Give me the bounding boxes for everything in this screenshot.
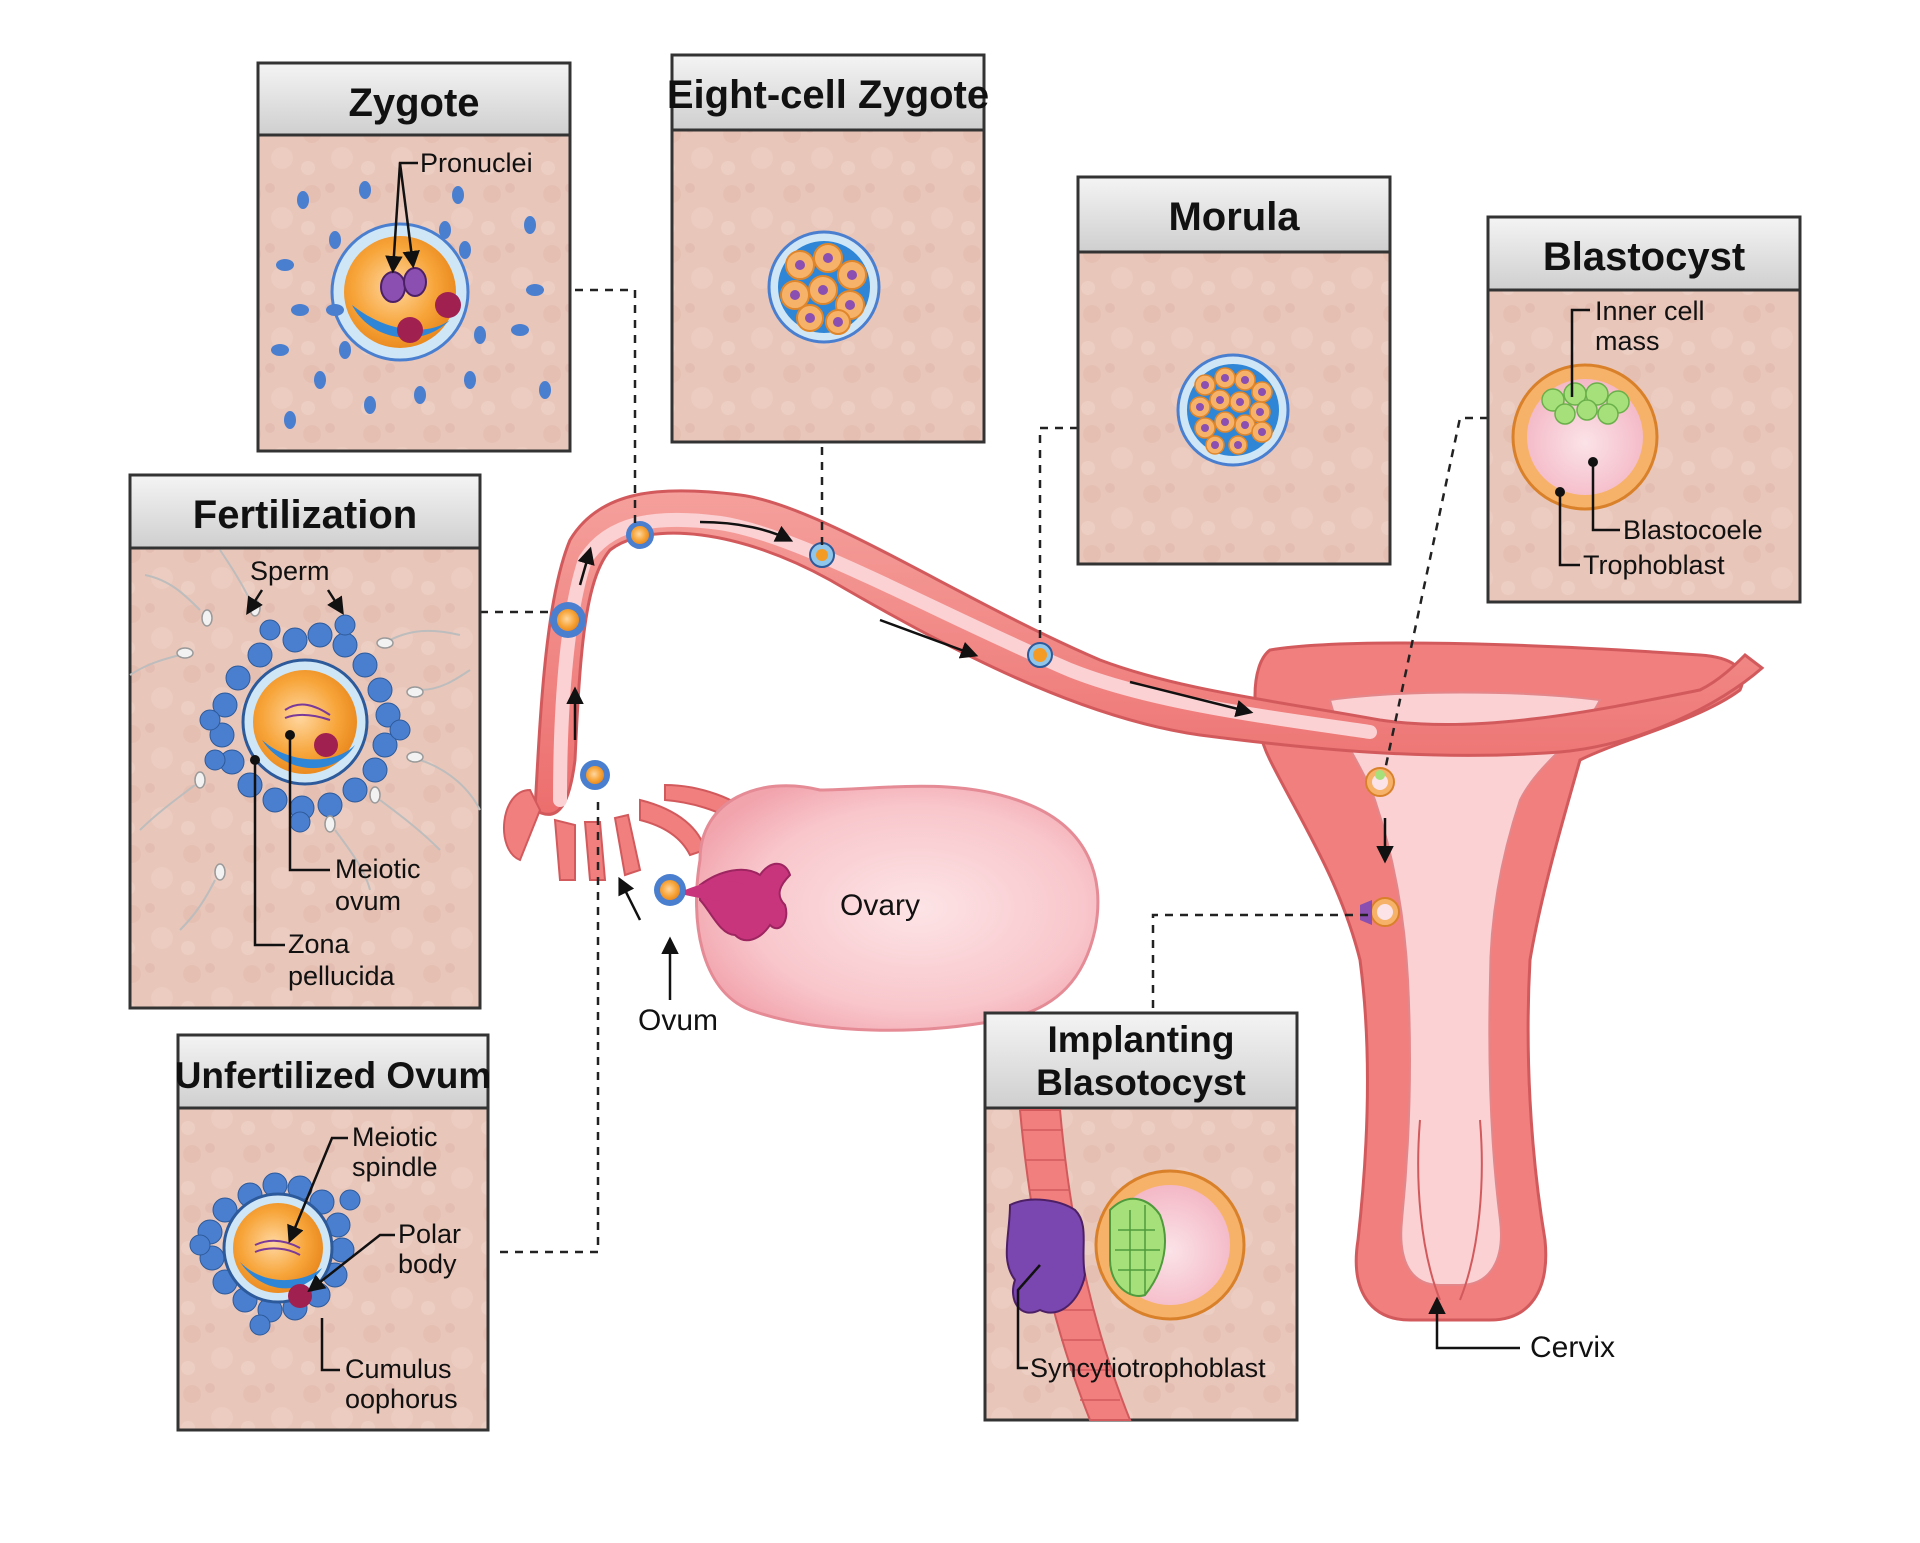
embryo-implanting: [1360, 897, 1400, 927]
inner-cell-mass-label-2: mass: [1595, 326, 1660, 356]
cervix-label: Cervix: [1530, 1331, 1615, 1364]
ovary-label: Ovary: [840, 889, 920, 922]
pronuclei-label: Pronuclei: [420, 148, 533, 178]
embryo-morula: [1027, 642, 1053, 668]
meiotic-ovum-label-1: Meiotic: [335, 854, 421, 884]
sperm-label: Sperm: [250, 556, 330, 586]
meiotic-spindle-label-2: spindle: [352, 1152, 438, 1182]
ovum-label: Ovum: [638, 1004, 718, 1037]
zona-pellucida-label-2: pellucida: [288, 961, 396, 991]
polar-body-label-2: body: [398, 1249, 457, 1279]
trophoblast-label: Trophoblast: [1583, 550, 1725, 580]
blastocyst-title: Blastocyst: [1543, 235, 1745, 279]
inner-cell-mass-label-1: Inner cell: [1595, 296, 1705, 326]
embryo-ovum-release: [654, 874, 745, 906]
fertilization-title: Fertilization: [193, 493, 417, 537]
fallopian-tube: [503, 489, 1765, 881]
panel-eight-cell: Eight-cell Zygote: [667, 53, 989, 444]
panel-blastocyst: Blastocyst Inner cell mass Blastocoele T…: [1486, 215, 1802, 604]
unfertilized-title: Unfertilized Ovum: [175, 1055, 492, 1096]
embryo-fertilizing: [550, 602, 586, 638]
connectors: [480, 288, 1488, 1254]
panel-unfertilized: Unfertilized Ovum Meiotic spindle Polar …: [175, 1033, 492, 1432]
morula-title: Morula: [1168, 195, 1300, 239]
embryo-eight-cell: [809, 542, 835, 568]
zona-pellucida-label-1: Zona: [288, 929, 351, 959]
cumulus-label-1: Cumulus: [345, 1354, 452, 1384]
implanting-title-line1: Implanting: [1047, 1019, 1234, 1060]
zygote-title: Zygote: [348, 81, 479, 125]
uterus: [1253, 641, 1744, 1322]
eight-cell-title: Eight-cell Zygote: [667, 73, 989, 117]
blastocoele-label: Blastocoele: [1623, 515, 1763, 545]
implanting-title-line2: Blasotocyst: [1036, 1062, 1246, 1103]
syncytiotrophoblast-label: Syncytiotrophoblast: [1030, 1353, 1266, 1383]
panel-zygote: Zygote Pronuclei: [256, 61, 572, 453]
embryo-zygote: [626, 521, 654, 549]
panel-fertilization: Fertilization Sperm: [128, 473, 482, 1010]
polar-body-label-1: Polar: [398, 1219, 461, 1249]
embryo-tube-1: [580, 760, 610, 790]
flow-arrows: [566, 520, 1394, 921]
panel-implanting: Implanting Blasotocyst Syncytiotrophobla…: [983, 1011, 1299, 1422]
meiotic-ovum-label-2: ovum: [335, 886, 401, 916]
panel-morula: Morula: [1076, 175, 1392, 566]
meiotic-spindle-label-1: Meiotic: [352, 1122, 438, 1152]
embryo-blastocyst: [1365, 767, 1395, 797]
cumulus-label-2: oophorus: [345, 1384, 458, 1414]
